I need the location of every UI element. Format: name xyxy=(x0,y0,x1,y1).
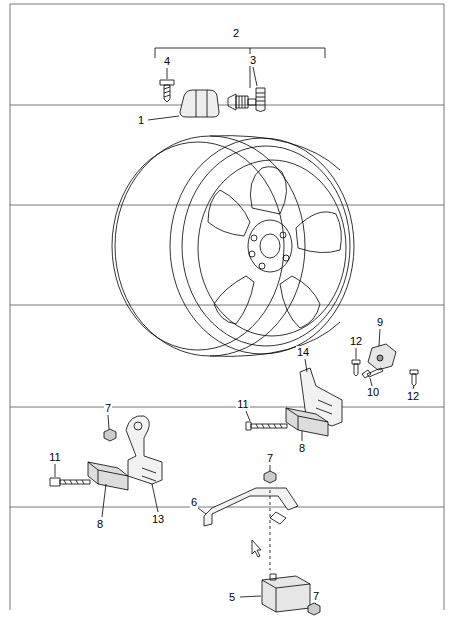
callout-number: 14 xyxy=(296,346,310,358)
callout-number: 12 xyxy=(349,335,363,347)
callout-number: 7 xyxy=(104,402,112,414)
callout-number: 4 xyxy=(163,55,171,67)
callout-number: 7 xyxy=(312,590,320,602)
callout-number: 11 xyxy=(236,398,249,410)
callout-number: 9 xyxy=(376,316,384,328)
callout-number: 10 xyxy=(366,386,380,398)
callout-number: 6 xyxy=(190,496,198,508)
callout-number: 8 xyxy=(298,442,306,454)
callout-number: 13 xyxy=(151,513,165,525)
callout-number: 8 xyxy=(96,518,104,530)
callout-number: 7 xyxy=(266,452,274,464)
callout-number: 12 xyxy=(406,390,420,402)
callout-number: 1 xyxy=(137,114,145,126)
callout-number: 2 xyxy=(232,27,240,39)
callout-number: 3 xyxy=(249,54,257,66)
callout-number: 5 xyxy=(228,591,236,603)
callout-number: 11 xyxy=(48,451,61,463)
